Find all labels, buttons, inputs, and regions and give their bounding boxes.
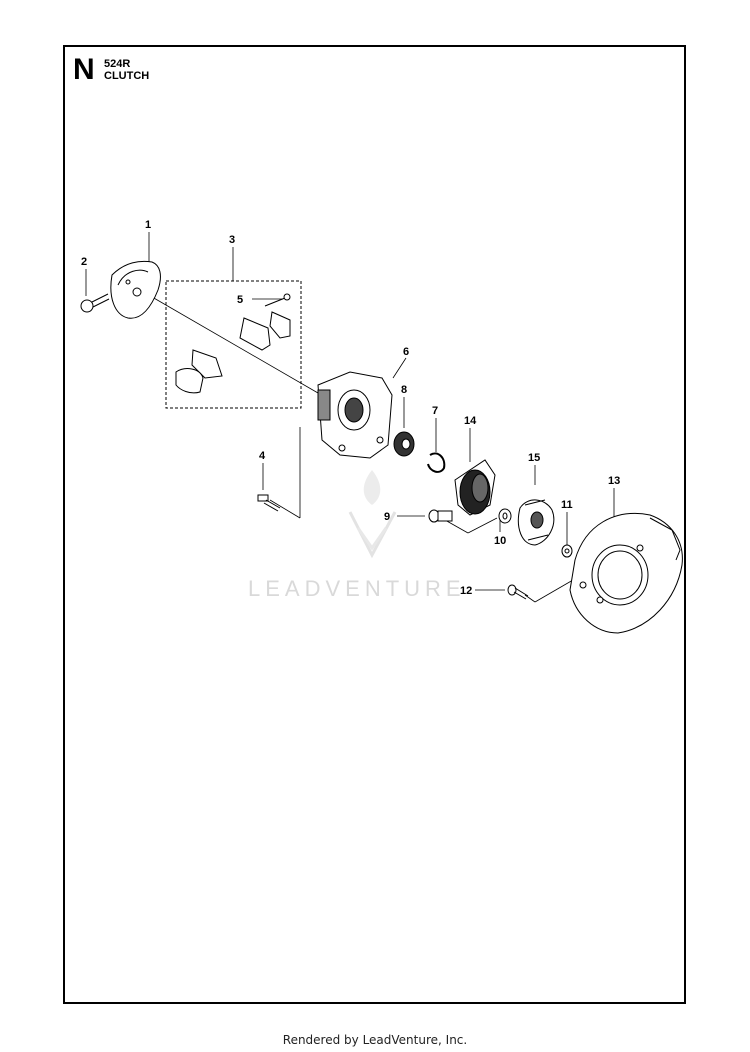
callout-3: 3 [229,234,235,246]
watermark-text: LEADVENTURE [248,576,466,601]
watermark-logo-icon [348,470,397,559]
callout-4: 4 [259,450,266,462]
callout-10: 10 [494,535,506,547]
part-1-guard [110,260,161,319]
callout-12: 12 [460,585,472,597]
callout-5: 5 [237,294,243,306]
part-3-kit-parts [175,311,291,394]
model-number: 524R [104,58,131,70]
callout-13: 13 [608,475,620,487]
kit-box [165,280,302,409]
callout-11: 11 [561,499,573,511]
part-6-clutch-housing [317,371,393,459]
part-10-washer [498,508,512,524]
part-8-bearing [393,431,415,457]
callout-1: 1 [145,219,151,231]
part-15-clutch-assembly [517,499,555,546]
part-11-washer [561,544,573,558]
callout-2: 2 [81,256,87,268]
callout-7: 7 [432,405,438,417]
diagram-title: CLUTCH [104,70,150,82]
callout-14: 14 [464,415,477,427]
leader-lines [85,232,615,603]
diagram-frame [63,45,686,1004]
callout-6: 6 [403,346,409,358]
part-9-bolt [428,509,453,523]
callout-9: 9 [384,511,390,523]
callout-8: 8 [401,384,407,396]
section-letter: N [73,53,95,86]
part-2-screw [80,293,110,313]
part-13-flange [569,513,683,634]
callout-15: 15 [528,452,540,464]
part-12-screw [507,584,529,600]
part-4-screw [257,494,281,512]
part-7-circlip [427,452,446,473]
footer-credit: Rendered by LeadVenture, Inc. [282,1033,468,1047]
part-5-screw [264,293,291,307]
part-14-clutch-drum [454,459,496,516]
